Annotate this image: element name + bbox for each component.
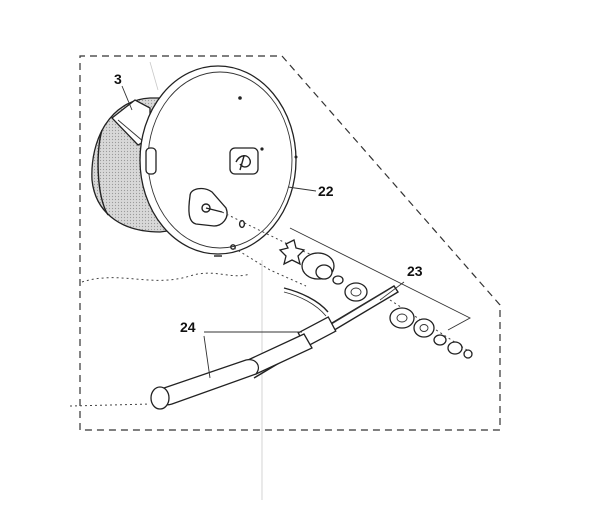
break-line-upper — [81, 272, 251, 283]
leader-24 — [203, 331, 302, 379]
logo-mark — [235, 155, 252, 171]
washer-right-2 — [413, 318, 435, 338]
leader-3 — [121, 85, 133, 111]
washer-right-3 — [433, 334, 447, 346]
washer-small — [332, 275, 344, 285]
hardware-bracket-outline — [289, 227, 471, 331]
cover-guide-lug — [188, 187, 228, 227]
cover-latch — [145, 147, 157, 175]
callout-23: 23 — [407, 263, 423, 279]
hardware-kit — [278, 227, 473, 359]
star-knob — [278, 239, 306, 266]
nut-right — [447, 341, 463, 355]
cover-hole-top — [238, 96, 242, 100]
spacer-ring — [344, 282, 368, 302]
logo-badge — [229, 147, 259, 175]
arm-cable — [283, 287, 329, 313]
cap-right — [463, 349, 473, 359]
callout-3: 3 — [114, 71, 122, 87]
cover-housing — [139, 65, 317, 257]
faint-background-lines — [149, 61, 263, 500]
callout-22: 22 — [318, 183, 334, 199]
callout-24: 24 — [180, 319, 196, 335]
leader-23 — [379, 281, 405, 301]
cover-hole-bottom — [230, 244, 236, 250]
tensioner-arm — [150, 285, 399, 410]
leader-22 — [287, 186, 317, 192]
washer-right-1 — [389, 307, 415, 329]
cover-hole-right — [294, 155, 298, 159]
cover-outer — [139, 65, 297, 255]
break-line-lower — [69, 403, 151, 407]
